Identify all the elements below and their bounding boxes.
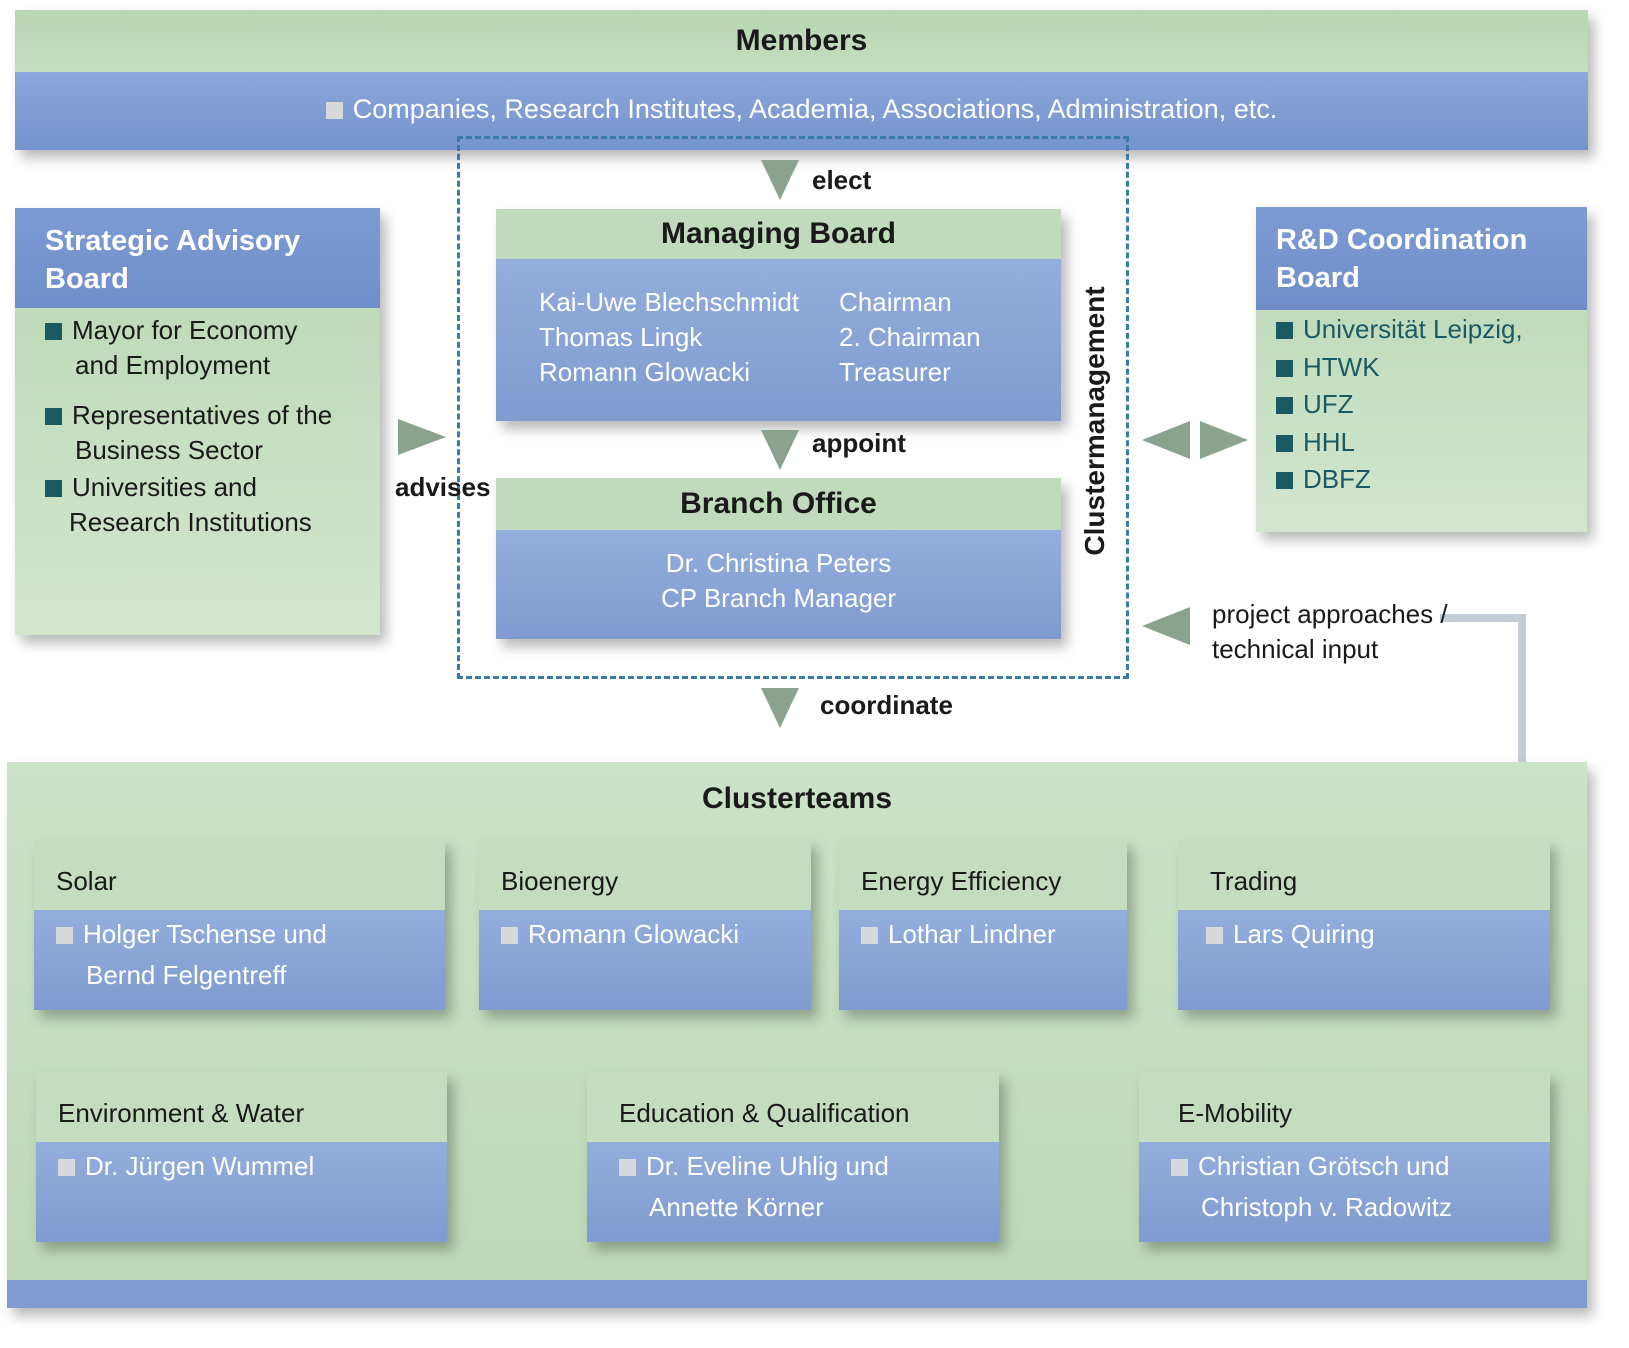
appoint-arrow-icon bbox=[761, 430, 799, 470]
members-item: Companies, Research Institutes, Academia… bbox=[15, 92, 1588, 127]
team-members: Romann Glowacki bbox=[479, 910, 811, 1010]
strategic-title-line1: Strategic Advisory bbox=[45, 225, 301, 257]
clusterteams-title: Clusterteams bbox=[701, 782, 893, 815]
strategic-title-line2: Board bbox=[45, 263, 129, 295]
advises-arrow-icon bbox=[398, 419, 446, 455]
branch-office-title: Branch Office bbox=[680, 487, 877, 520]
elect-label: elect bbox=[812, 165, 872, 195]
person-role: Chairman bbox=[839, 287, 952, 317]
bullet-square-icon bbox=[45, 408, 62, 425]
right-arrow-icon bbox=[1200, 421, 1248, 459]
team-environment-water: Environment & Water Dr. Jürgen Wummel bbox=[36, 1072, 447, 1242]
team-members: Christian Grötsch und Christoph v. Radow… bbox=[1139, 1142, 1550, 1242]
rd-header: R&D Coordination Board bbox=[1256, 207, 1587, 310]
clustermanagement-label: Clustermanagement bbox=[1079, 286, 1110, 556]
bullet-square-icon bbox=[861, 927, 878, 944]
team-name: Environment & Water bbox=[36, 1072, 447, 1142]
managing-board-body: Kai-Uwe Blechschmidt Thomas Lingk Romann… bbox=[496, 259, 1061, 421]
coordinate-label: coordinate bbox=[820, 690, 953, 720]
connector-line bbox=[1440, 614, 1522, 622]
strategic-item-1: Mayor for Economy and Employment bbox=[45, 313, 297, 383]
team-trading: Trading Lars Quiring bbox=[1178, 840, 1550, 1010]
team-members: Lothar Lindner bbox=[839, 910, 1127, 1010]
team-name: Solar bbox=[34, 840, 445, 910]
bullet-square-icon bbox=[1276, 472, 1293, 489]
coordinate-arrow-icon bbox=[761, 688, 799, 728]
bullet-square-icon bbox=[1276, 359, 1293, 377]
left-arrow-icon bbox=[1142, 421, 1190, 459]
members-box: Members Companies, Research Institutes, … bbox=[15, 10, 1588, 150]
managing-board-header: Managing Board bbox=[496, 209, 1061, 259]
team-name: E-Mobility bbox=[1139, 1072, 1550, 1142]
bullet-square-icon bbox=[619, 1159, 636, 1176]
branch-office: Branch Office Dr. Christina Peters CP Br… bbox=[496, 478, 1061, 639]
bullet-square-icon bbox=[1171, 1159, 1188, 1176]
managing-names: Kai-Uwe Blechschmidt Thomas Lingk Romann… bbox=[539, 285, 799, 390]
bullet-square-icon bbox=[325, 102, 343, 119]
project-arrow-icon bbox=[1142, 607, 1190, 645]
branch-office-header: Branch Office bbox=[496, 478, 1061, 530]
team-education-qualification: Education & Qualification Dr. Eveline Uh… bbox=[587, 1072, 999, 1242]
clusterteams-box: Clusterteams Solar Holger Tschense und B… bbox=[7, 762, 1587, 1308]
clustermanagement-frame bbox=[457, 136, 1129, 679]
strategic-advisory-board: Strategic Advisory Board Mayor for Econo… bbox=[15, 208, 380, 635]
branch-manager-role: CP Branch Manager bbox=[660, 583, 897, 613]
team-e-mobility: E-Mobility Christian Grötsch und Christo… bbox=[1139, 1072, 1550, 1242]
bullet-square-icon bbox=[501, 927, 518, 944]
person-name: Romann Glowacki bbox=[539, 357, 750, 387]
clusterteams-bottom-bar bbox=[7, 1280, 1587, 1308]
rd-coordination-board: R&D Coordination Board Universität Leipz… bbox=[1256, 207, 1587, 532]
bullet-square-icon bbox=[1276, 434, 1293, 452]
bullet-square-icon bbox=[1206, 927, 1223, 944]
list-item: DBFZ bbox=[1276, 461, 1523, 499]
branch-manager-name: Dr. Christina Peters bbox=[665, 548, 892, 578]
person-role: 2. Chairman bbox=[839, 322, 981, 352]
branch-office-body: Dr. Christina Peters CP Branch Manager bbox=[496, 530, 1061, 639]
team-members: Holger Tschense und Bernd Felgentreff bbox=[34, 910, 445, 1010]
team-solar: Solar Holger Tschense und Bernd Felgentr… bbox=[34, 840, 445, 1010]
rd-title-line2: Board bbox=[1276, 262, 1360, 294]
bullet-square-icon bbox=[45, 323, 62, 340]
rd-list: Universität Leipzig, HTWK UFZ HHL DBFZ bbox=[1276, 311, 1523, 499]
advises-label: advises bbox=[395, 472, 491, 502]
bullet-square-icon bbox=[1276, 322, 1293, 339]
bullet-square-icon bbox=[45, 480, 62, 497]
bullet-square-icon bbox=[56, 927, 73, 944]
list-item: HHL bbox=[1276, 424, 1523, 462]
team-name: Energy Efficiency bbox=[839, 840, 1127, 910]
list-item: UFZ bbox=[1276, 386, 1523, 424]
list-item: Universität Leipzig, bbox=[1276, 311, 1523, 349]
appoint-label: appoint bbox=[812, 428, 906, 458]
branch-office-text: Dr. Christina Peters CP Branch Manager bbox=[496, 546, 1061, 616]
team-members: Dr. Eveline Uhlig und Annette Körner bbox=[587, 1142, 999, 1242]
managing-board-title: Managing Board bbox=[660, 217, 896, 250]
team-name: Trading bbox=[1178, 840, 1550, 910]
person-name: Thomas Lingk bbox=[539, 322, 703, 352]
team-bioenergy: Bioenergy Romann Glowacki bbox=[479, 840, 811, 1010]
bullet-square-icon bbox=[58, 1159, 75, 1176]
team-name: Education & Qualification bbox=[587, 1072, 999, 1142]
team-energy-efficiency: Energy Efficiency Lothar Lindner bbox=[839, 840, 1127, 1010]
strategic-item-3: Universities and Research Institutions bbox=[45, 470, 312, 540]
list-item: HTWK bbox=[1276, 349, 1523, 387]
managing-board: Managing Board Kai-Uwe Blechschmidt Thom… bbox=[496, 209, 1061, 421]
person-role: Treasurer bbox=[839, 357, 951, 387]
managing-roles: Chairman 2. Chairman Treasurer bbox=[839, 285, 981, 390]
elect-arrow-icon bbox=[761, 160, 799, 200]
strategic-item-2: Representatives of the Business Sector bbox=[45, 398, 332, 468]
bullet-square-icon bbox=[1276, 397, 1293, 414]
members-title: Members bbox=[735, 24, 868, 57]
connector-line bbox=[1518, 614, 1526, 764]
team-name: Bioenergy bbox=[479, 840, 811, 910]
strategic-header: Strategic Advisory Board bbox=[15, 208, 380, 308]
person-name: Kai-Uwe Blechschmidt bbox=[539, 287, 800, 317]
team-members: Dr. Jürgen Wummel bbox=[36, 1142, 447, 1242]
team-members: Lars Quiring bbox=[1178, 910, 1550, 1010]
rd-title-line1: R&D Coordination bbox=[1276, 224, 1528, 256]
project-label: project approaches / technical input bbox=[1212, 599, 1448, 664]
